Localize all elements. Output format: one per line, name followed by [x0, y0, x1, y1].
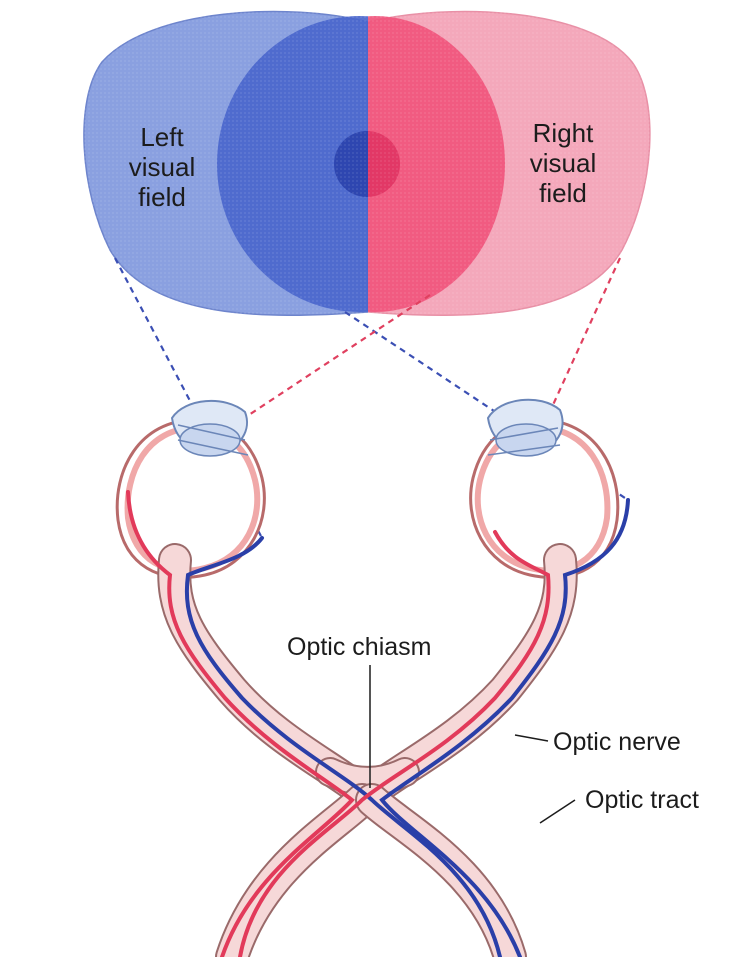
- right-visual-field-label: Right visual field: [493, 118, 633, 208]
- left-field-label-line-1: Left: [92, 122, 232, 152]
- left-visual-field-label: Left visual field: [92, 122, 232, 212]
- optic-nerve-label: Optic nerve: [553, 727, 681, 757]
- right-eye-lens: [496, 424, 556, 456]
- leader-lines: [370, 665, 575, 823]
- optic-nerve-sheaths: [174, 560, 561, 957]
- right-eye: [471, 400, 618, 578]
- optic-tract-leader: [540, 800, 575, 823]
- left-field-label-line-3: field: [92, 182, 232, 212]
- left-eye: [117, 401, 264, 578]
- right-field-label-line-2: visual: [493, 148, 633, 178]
- right-field-label-line-3: field: [493, 178, 633, 208]
- optic-tract-label: Optic tract: [585, 785, 699, 815]
- right-field-label-line-1: Right: [493, 118, 633, 148]
- optic-nerve-leader: [515, 735, 548, 741]
- optic-chiasm-label: Optic chiasm: [287, 632, 431, 662]
- left-field-label-line-2: visual: [92, 152, 232, 182]
